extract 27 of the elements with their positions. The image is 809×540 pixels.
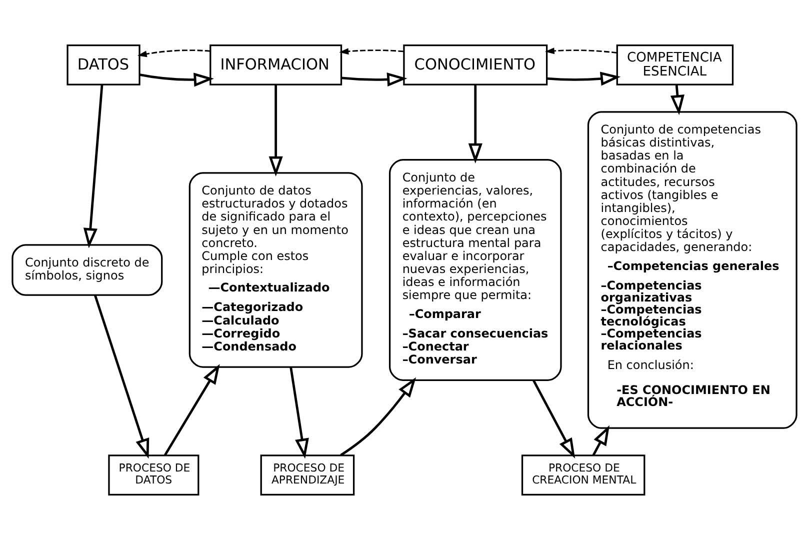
arrow <box>139 72 214 87</box>
arrow <box>670 84 684 116</box>
node-box: PROCESO DE CREACION MENTAL <box>521 454 646 496</box>
node-box: DATOS <box>66 44 140 86</box>
arrow <box>532 380 576 458</box>
arrow <box>544 48 618 54</box>
arrow <box>94 294 150 459</box>
node-box: CONOCIMIENTO <box>403 44 548 86</box>
node-box: COMPETENCIA ESENCIAL <box>616 44 734 86</box>
node-box: INFORMACION <box>210 44 342 86</box>
arrow <box>290 366 309 459</box>
node-box: PROCESO DE APRENDIZAJE <box>260 454 355 496</box>
arrow <box>164 364 220 456</box>
arrow <box>341 72 408 87</box>
arrow <box>268 84 283 176</box>
arrow <box>547 72 621 86</box>
node-box: Conjunto de experiencias, valores, información (en contexto), percepciones e ideas que crean una estructura mental para evaluar e incorporar nuevas experiencias, ideas e información siempre que permita: –Comparar –Sacar consecuencias –Conectar –Conversar <box>388 159 562 381</box>
arrow <box>592 425 610 456</box>
node-box: Conjunto de datos estructurados y dotados de significado para el sujeto y en un momento concreto. Cumple con estos principios: —Contextualizado —Categorizado —Calculado —Corregido —Condensado <box>188 172 363 368</box>
arrow <box>340 377 416 456</box>
node-box: Conjunto discreto de símbolos, signos <box>12 244 163 296</box>
node-box: PROCESO DE DATOS <box>108 454 200 496</box>
arrow <box>468 84 482 164</box>
arrow <box>137 50 210 58</box>
arrow <box>83 84 104 248</box>
arrow <box>339 48 404 55</box>
node-box: Conjunto de competencias básicas distintivas, basadas en la combinación de actitudes, recursos activos (tangibles e intangibles), conocimientos (explícitos y tácitos) y capacidades, generando: –Competencias generales –Competencias organizativas –Competencias tecnológicas –Competencias relacionales En conclusión: -ES CONOCIMIENTO EN ACCIÓN- <box>587 111 798 429</box>
